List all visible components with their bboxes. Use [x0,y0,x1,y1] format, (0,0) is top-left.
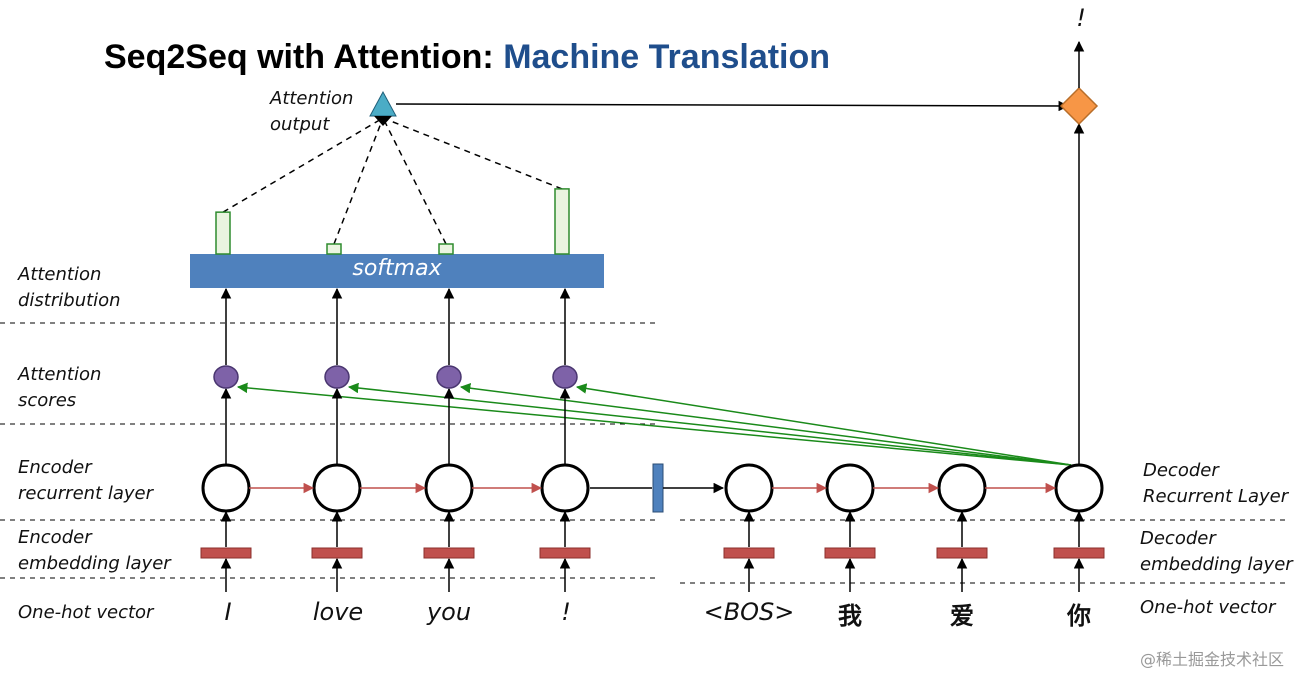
attention-output-links [222,117,563,245]
label-attention-scores-line1: Attention [18,364,102,385]
title-part-2: Machine Translation [503,38,831,76]
label-attention-distribution-line1: Attention [18,264,102,285]
sequence-columns [200,287,1105,592]
label-encoder-recurrent-line1: Encoder [18,457,92,478]
source-word-4: ! [561,598,571,626]
watermark: @稀土掘金技术社区 [1139,650,1284,669]
attention-output-link-1 [222,117,384,213]
softmax-label: softmax [352,256,442,281]
attention-to-output-arrow [395,100,1070,112]
source-word-2: love [312,598,364,626]
label-decoder-embedding-line2: embedding layer [1140,554,1293,575]
attention-distribution-bars [215,188,570,255]
target-word-1: <BOS> [703,598,795,626]
label-decoder-recurrent-line1: Decoder [1143,460,1219,481]
label-attention-distribution: Attention distribution [18,262,121,314]
label-encoder-recurrent-line2: recurrent layer [18,483,153,504]
attention-bar-1 [215,211,231,255]
attention-bar-3 [438,243,454,255]
label-encoder-embedding-line2: embedding layer [18,553,171,574]
attention-score-node-2 [324,365,350,389]
label-decoder-embedding-line1: Decoder [1140,528,1216,549]
label-encoder-embedding: Encoder embedding layer [18,525,171,577]
label-encoder-recurrent: Encoder recurrent layer [18,455,153,507]
label-attention-output: Attention output [270,86,353,138]
encoder-recurrent-node-3 [424,463,474,513]
decoder-embedding-3 [936,547,988,559]
encoder-embedding-2 [311,547,363,559]
label-attention-output-line2: output [270,114,330,135]
output-word: ! [1076,4,1086,32]
attention-score-node-3 [436,365,462,389]
encoder-embedding-1 [200,547,252,559]
attention-query-link-2 [347,382,1072,466]
attention-bar-2 [326,243,342,255]
decoder-embedding-2 [824,547,876,559]
decoder-recurrent-node-4 [1054,463,1104,513]
context-bridge [652,463,664,513]
source-word-1: I [224,598,232,626]
attention-output-triangle [369,90,397,117]
label-decoder-recurrent: Decoder Recurrent Layer [1143,458,1288,510]
label-attention-scores: Attention scores [18,362,101,414]
label-attention-distribution-line2: distribution [18,290,121,311]
label-encoder-embedding-line1: Encoder [18,527,92,548]
attention-score-node-1 [213,365,239,389]
encoder-embedding-3 [423,547,475,559]
label-one-hot-left: One-hot vector [18,602,154,623]
encoder-recurrent-node-4 [540,463,590,513]
attention-score-node-4 [552,365,578,389]
attention-query-link-1 [236,382,1072,466]
encoder-recurrent-node-1 [201,463,251,513]
encoder-embedding-4 [539,547,591,559]
decoder-recurrent-node-2 [825,463,875,513]
attention-output-link-4 [382,117,563,190]
attention-query-link-4 [575,383,1072,466]
target-word-4: 你 [1067,602,1091,630]
label-one-hot-right: One-hot vector [1140,597,1276,618]
diagram-title: Seq2Seq with Attention: Machine Translat… [104,38,830,77]
attention-output-triangle-base [374,116,392,126]
decoder-recurrent-node-3 [937,463,987,513]
output-diamond [1059,86,1099,126]
label-attention-scores-line2: scores [18,390,77,411]
decoder-embedding-4 [1053,547,1105,559]
attention-bar-4 [554,188,570,255]
softmax-bar [190,254,604,288]
attention-output-link-2 [333,117,384,245]
attention-query-link-3 [459,382,1072,466]
title-part-1: Seq2Seq with Attention: [104,38,504,76]
label-decoder-embedding: Decoder embedding layer [1140,526,1293,578]
decoder-embedding-1 [723,547,775,559]
label-decoder-recurrent-line2: Recurrent Layer [1143,486,1289,507]
label-attention-output-line1: Attention [270,88,354,109]
attention-query-links [236,382,1072,466]
target-word-3: 爱 [950,602,974,630]
decoder-recurrent-node-1 [724,463,774,513]
attention-output-link-3 [382,117,447,245]
source-word-3: you [426,598,472,626]
encoder-recurrent-node-2 [312,463,362,513]
target-word-2: 我 [838,602,862,630]
